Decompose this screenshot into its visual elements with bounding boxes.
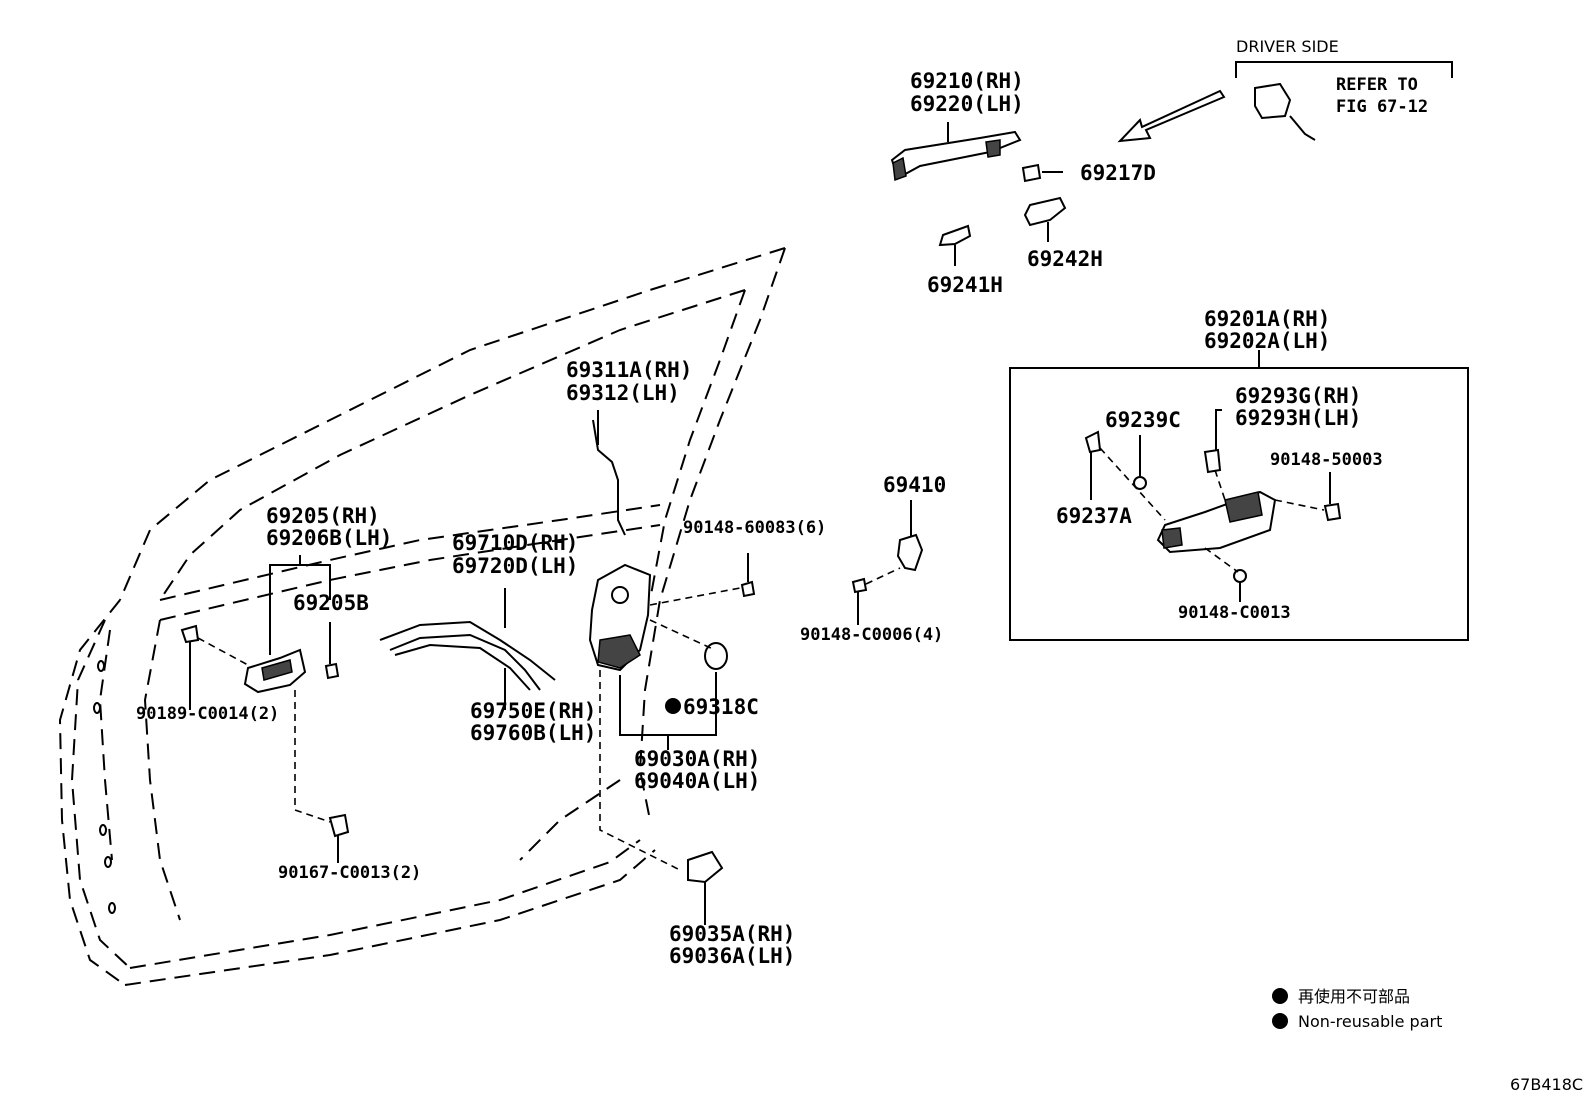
label-69410: 69410: [883, 473, 946, 497]
cable-upper: [379, 620, 556, 681]
label-69318C: 69318C: [683, 695, 759, 719]
label-69206B: 69206B(LH): [266, 526, 392, 550]
door-hole-marks: [93, 660, 116, 914]
striker-part: [687, 850, 724, 884]
cables-group: [379, 588, 556, 710]
screw-90148-C0006-part: [851, 577, 868, 594]
label-90148-50003: 90148-50003: [1270, 450, 1383, 470]
label-69311A: 69311A(RH): [566, 358, 692, 382]
label-69036A: 69036A(LH): [669, 944, 795, 968]
legend-dot-en: [1272, 1013, 1288, 1029]
label-69210: 69210(RH): [910, 69, 1024, 93]
label-69760B: 69760B(LH): [470, 721, 596, 745]
label-69217D: 69217D: [1080, 161, 1156, 185]
legend-en-text: Non-reusable part: [1298, 1012, 1442, 1031]
label-69035A: 69035A(RH): [669, 922, 795, 946]
striker-group: [687, 850, 724, 925]
label-90148-60083: 90148-60083(6): [683, 518, 826, 538]
non-reusable-dot: [665, 698, 681, 714]
label-90148-C0006: 90148-C0006(4): [800, 625, 943, 645]
label-69750E: 69750E(RH): [470, 699, 596, 723]
nut-69239C-part: [1133, 476, 1147, 490]
inside-lock-group: [180, 555, 350, 863]
screw-90148-C0013-part: [1233, 569, 1247, 583]
label-69710D: 69710D(RH): [452, 531, 578, 555]
label-90148-C0013: 90148-C0013: [1178, 603, 1291, 623]
label-90167: 90167-C0013(2): [278, 863, 421, 883]
cap-69217D-part: [1021, 163, 1042, 183]
clip-69237A-part: [1084, 430, 1102, 454]
label-69201A: 69201A(RH): [1204, 307, 1330, 331]
label-69242H: 69242H: [1027, 247, 1103, 271]
inside-handle-box: [1009, 367, 1469, 641]
label-69030A: 69030A(RH): [634, 747, 760, 771]
label-69312: 69312(LH): [566, 381, 680, 405]
label-69202A: 69202A(LH): [1204, 329, 1330, 353]
label-90189: 90189-C0014(2): [136, 704, 279, 724]
hinge-69410-group: [851, 500, 924, 625]
fig-ref-label: FIG 67-12: [1336, 97, 1428, 117]
driver-side-bracket: [1235, 61, 1453, 78]
driver-side-label: DRIVER SIDE: [1236, 37, 1339, 56]
legend-jp-text: 再使用不可部品: [1298, 987, 1410, 1006]
label-69220: 69220(LH): [910, 92, 1024, 116]
rod-69293G-part: [1203, 448, 1222, 474]
pad-69242H-part: [1023, 196, 1067, 227]
legend-dot-jp: [1272, 988, 1288, 1004]
hinge-69410-part: [896, 533, 924, 572]
refer-to-label: REFER TO: [1336, 75, 1418, 95]
outside-handle-part: [890, 130, 1022, 180]
label-69241H: 69241H: [927, 273, 1003, 297]
screw-90148-50003-part: [1323, 502, 1342, 522]
label-69040A: 69040A(LH): [634, 769, 760, 793]
label-69237A: 69237A: [1056, 504, 1132, 528]
door-lock-group: [588, 553, 756, 871]
label-69205: 69205(RH): [266, 504, 380, 528]
refer-arrow: [1117, 89, 1226, 143]
figure-code: 67B418C: [1510, 1075, 1583, 1094]
label-69720D: 69720D(LH): [452, 554, 578, 578]
clip-90189-part: [180, 624, 200, 644]
seal-69318C-part: [704, 642, 728, 670]
label-69239C: 69239C: [1105, 408, 1181, 432]
screw-69205B-part: [324, 662, 340, 680]
label-69205B: 69205B: [293, 591, 369, 615]
inside-handle-group: [1009, 350, 1469, 641]
door-outline: [58, 247, 786, 986]
screw-90148-60083-part: [740, 580, 756, 598]
lock-rod-group: [592, 410, 626, 536]
label-69293G: 69293G(RH): [1235, 384, 1361, 408]
lock-cylinder-part: [1254, 82, 1292, 120]
screw-90167-part: [328, 813, 350, 838]
outside-handle-group: [890, 61, 1453, 266]
pad-69241H-part: [938, 224, 972, 247]
label-69293H: 69293H(LH): [1235, 406, 1361, 430]
